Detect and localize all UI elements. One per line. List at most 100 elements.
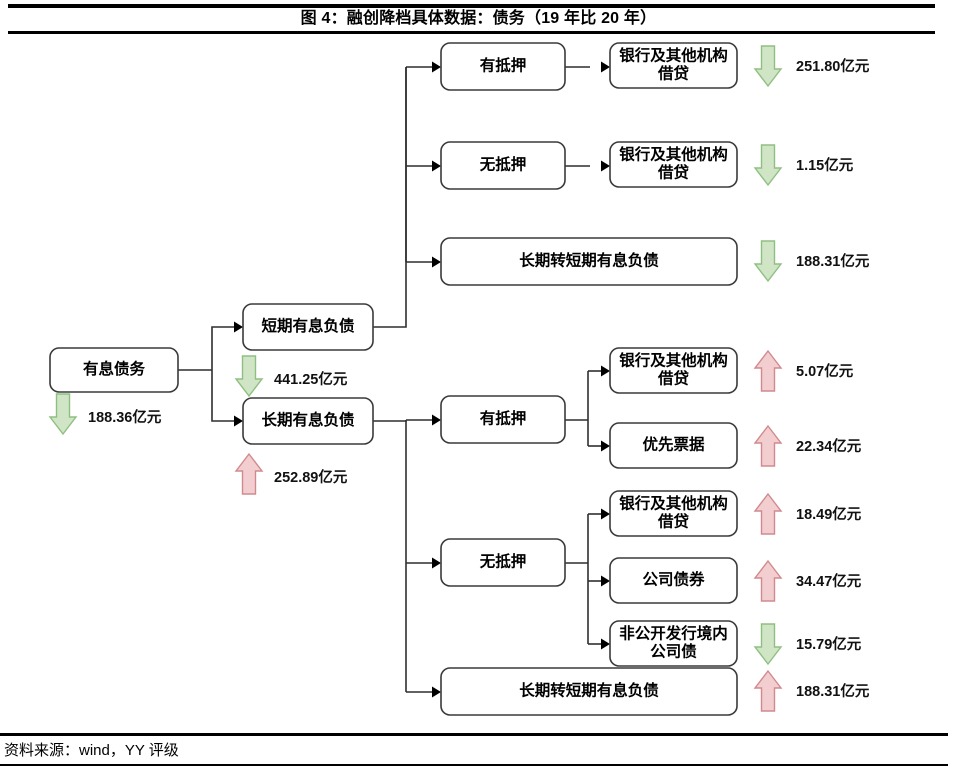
arrow-up-icon — [753, 424, 783, 467]
lt-sec-bank-amount: 5.07亿元 — [753, 349, 854, 392]
node-label: 无抵押 — [479, 552, 527, 571]
st-sec-bank-amount: 251.80亿元 — [753, 45, 870, 88]
arrowheads-layer — [234, 61, 610, 698]
amount-value: 15.79亿元 — [796, 635, 862, 653]
lt-converted-amount: 188.31亿元 — [753, 669, 870, 712]
arrow-up-icon — [753, 559, 783, 602]
node-box — [440, 667, 738, 716]
node-leaf-lt-sec-note[interactable]: 优先票据 — [609, 422, 738, 469]
node-label: 有抵押 — [480, 56, 527, 75]
amount-value: 188.31亿元 — [796, 252, 870, 270]
lt-unsec-bank-amount: 18.49亿元 — [753, 492, 862, 535]
node-st-secured[interactable]: 有抵押 — [440, 42, 566, 91]
arrow-up-icon — [753, 492, 783, 535]
node-leaf-st-sec-bank[interactable]: 银行及其他机构借贷 — [609, 42, 738, 89]
arrowhead-head-leaf-ltsecnote — [601, 440, 610, 452]
node-box — [440, 538, 566, 587]
node-leaf-lt-unsec-bank[interactable]: 银行及其他机构借贷 — [609, 490, 738, 537]
node-box — [242, 303, 374, 351]
short-term-amount: 441.25亿元 — [234, 355, 348, 398]
node-leaf-lt-sec-bank[interactable]: 银行及其他机构借贷 — [609, 347, 738, 394]
node-box — [49, 347, 179, 393]
node-label: 银行及其他机构借贷 — [619, 145, 728, 182]
node-root[interactable]: 有息债务 — [49, 347, 179, 393]
node-short-term[interactable]: 短期有息负债 — [242, 303, 374, 351]
long-term-amount: 252.89亿元 — [234, 452, 348, 495]
arrowhead-head-long — [234, 415, 243, 427]
node-lt-unsecured[interactable]: 无抵押 — [440, 538, 566, 587]
arrow-up-icon — [753, 349, 783, 392]
amount-value: 5.07亿元 — [796, 362, 854, 380]
node-box — [609, 422, 738, 469]
root-amount: 188.36亿元 — [48, 393, 162, 436]
node-label: 有抵押 — [480, 409, 527, 428]
arrowhead-head-leaf-stsec — [601, 61, 610, 73]
arrowhead-head-leaf-ltupriv — [601, 638, 610, 650]
amount-value: 252.89亿元 — [274, 468, 348, 486]
arrowhead-head-st-converted — [432, 256, 441, 268]
node-long-term[interactable]: 长期有息负债 — [242, 397, 374, 445]
connector-split-to-long — [211, 370, 236, 422]
amount-value: 34.47亿元 — [796, 572, 862, 590]
node-label: 银行及其他机构借贷 — [619, 494, 728, 531]
node-box — [609, 141, 738, 188]
node-lt-converted[interactable]: 长期转短期有息负债 — [440, 667, 738, 716]
node-label: 有息债务 — [83, 359, 146, 378]
edges-layer — [178, 66, 603, 693]
node-leaf-lt-unsec-private[interactable]: 非公开发行境内公司债 — [609, 620, 738, 667]
figure-source: 资料来源：wind，YY 评级 — [4, 742, 179, 759]
node-st-converted[interactable]: 长期转短期有息负债 — [440, 237, 738, 286]
arrowhead-head-st-unsec — [432, 160, 441, 172]
amount-value: 1.15亿元 — [796, 156, 854, 174]
node-lt-secured[interactable]: 有抵押 — [440, 395, 566, 444]
amount-value: 22.34亿元 — [796, 437, 862, 455]
debt-breakdown-diagram: 有息债务短期有息负债长期有息负债有抵押无抵押长期转短期有息负债有抵押无抵押长期转… — [48, 42, 870, 716]
title-rule-top — [8, 4, 935, 8]
node-box — [609, 42, 738, 89]
lt-unsec-bond-amount: 34.47亿元 — [753, 559, 862, 602]
arrowhead-head-lt-unsec — [432, 557, 441, 569]
node-box — [609, 347, 738, 394]
lt-sec-note-amount: 22.34亿元 — [753, 424, 862, 467]
arrowhead-head-short — [234, 321, 243, 333]
node-label: 无抵押 — [479, 155, 527, 174]
node-box — [242, 397, 374, 445]
amount-value: 441.25亿元 — [274, 370, 348, 388]
lt-unsec-private-amount: 15.79亿元 — [753, 623, 862, 666]
connector-long-trunk — [373, 420, 407, 422]
node-label: 长期转短期有息负债 — [519, 251, 659, 270]
amount-value: 251.80亿元 — [796, 57, 870, 75]
arrow-down-icon — [234, 355, 264, 398]
source-rule-bottom — [0, 764, 948, 766]
amounts-layer: 188.36亿元 441.25亿元 252.89亿元 251.80亿元 1.15亿元 18… — [48, 45, 870, 712]
st-converted-amount: 188.31亿元 — [753, 240, 870, 283]
amount-value: 188.31亿元 — [796, 682, 870, 700]
arrowhead-head-lt-converted — [432, 686, 441, 698]
nodes-layer: 有息债务短期有息负债长期有息负债有抵押无抵押长期转短期有息负债有抵押无抵押长期转… — [49, 42, 738, 716]
node-leaf-st-unsec-bank[interactable]: 银行及其他机构借贷 — [609, 141, 738, 188]
arrow-down-icon — [753, 240, 783, 283]
arrowhead-head-leaf-ltubank — [601, 508, 610, 520]
node-box — [440, 141, 566, 190]
amount-value: 18.49亿元 — [796, 505, 862, 523]
node-label: 优先票据 — [642, 435, 705, 454]
source-rule-top — [0, 733, 948, 736]
arrowhead-head-leaf-stunsec — [601, 160, 610, 172]
arrow-down-icon — [753, 144, 783, 187]
arrow-down-icon — [753, 45, 783, 88]
node-label: 长期有息负债 — [261, 410, 355, 429]
node-box — [440, 237, 738, 286]
node-box — [609, 490, 738, 537]
node-label: 非公开发行境内公司债 — [619, 624, 728, 661]
node-label: 长期转短期有息负债 — [519, 681, 659, 700]
node-box — [609, 620, 738, 667]
title-rule-bottom — [8, 31, 935, 34]
connector-short-trunk — [373, 67, 407, 328]
node-label: 公司债券 — [642, 570, 705, 589]
node-st-unsecured[interactable]: 无抵押 — [440, 141, 566, 190]
node-leaf-lt-unsec-bond[interactable]: 公司债券 — [609, 557, 738, 604]
node-box — [440, 395, 566, 444]
node-box — [440, 42, 566, 91]
arrow-down-icon — [48, 393, 78, 436]
